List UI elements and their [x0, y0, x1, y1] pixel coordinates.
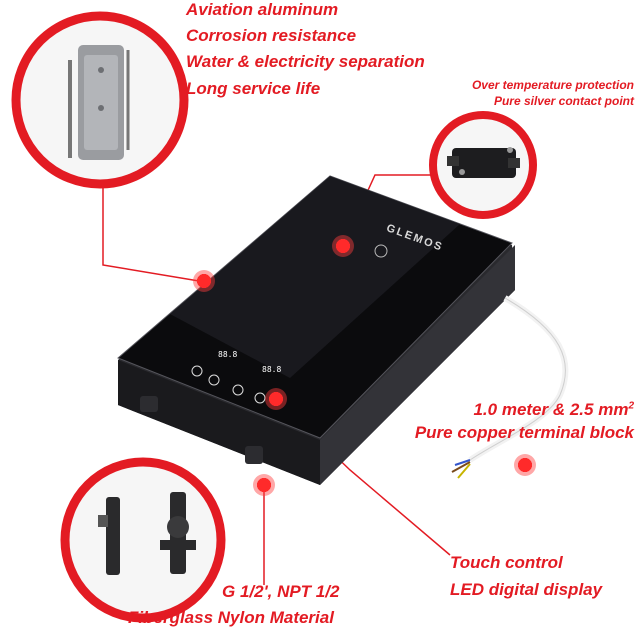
feature-aviation-aluminum: Aviation aluminum — [186, 0, 339, 19]
thermostat-icon — [447, 147, 520, 178]
thermostat-hotspot[interactable] — [332, 235, 354, 257]
feature-long-service-life: Long service life — [186, 79, 321, 98]
minus-touch-icon — [232, 384, 244, 396]
heater-body — [117, 175, 515, 485]
feature-led-display: LED digital display — [450, 580, 603, 599]
inlet-pipe — [140, 396, 158, 412]
housing-hotspot[interactable] — [193, 270, 215, 292]
feature-over-temperature-protection: Over temperature protection — [471, 78, 634, 92]
cable-hotspot[interactable] — [514, 454, 536, 476]
fitting-hotspot[interactable] — [253, 474, 275, 496]
feature-water-electricity-separation: Water & electricity separation — [186, 52, 425, 71]
feature-copper-terminal: Pure copper terminal block — [414, 423, 634, 442]
fitting-zoom-ring — [60, 457, 226, 623]
mode-touch-icon — [208, 374, 220, 386]
touch-panel-hotspot[interactable] — [265, 388, 287, 410]
led-display-left: 88.8 — [218, 350, 238, 359]
pipe-fitting-icon — [98, 492, 196, 575]
feature-fiberglass-nylon: Fiberglass Nylon Material — [128, 608, 334, 627]
heating-element-icon — [68, 45, 130, 160]
touch-panel — [191, 365, 266, 404]
outlet-pipe — [245, 446, 263, 464]
led-display-right: 88.8 — [262, 365, 282, 374]
feature-corrosion-resistance: Corrosion resistance — [186, 26, 357, 45]
logo-mark-icon — [374, 244, 388, 258]
feature-pure-silver-contact: Pure silver contact point — [493, 94, 634, 108]
feature-thread-spec: G 1/2', NPT 1/2 — [222, 582, 340, 601]
power-touch-icon — [191, 365, 203, 377]
feature-cable-spec: 1.0 meter & 2.5 mm2 — [473, 400, 634, 419]
feature-touch-control: Touch control — [450, 553, 563, 572]
